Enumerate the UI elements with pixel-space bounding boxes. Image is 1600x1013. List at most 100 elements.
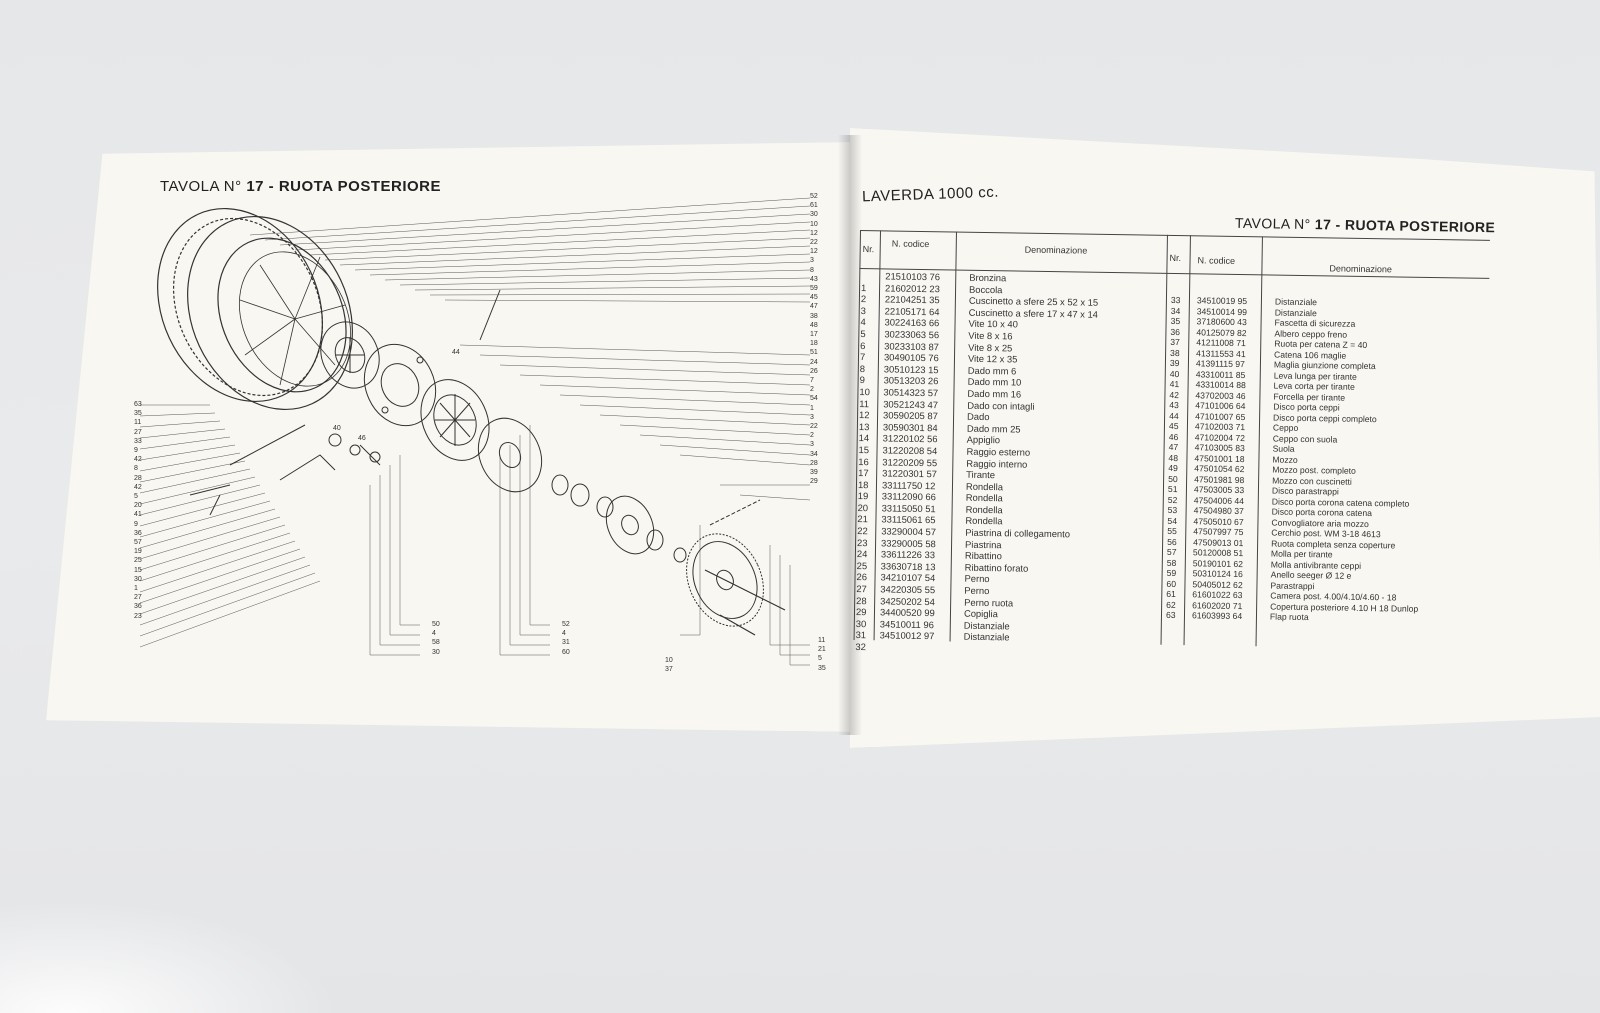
bottom-callouts-b: 52 4 31 60 — [562, 620, 570, 657]
table-cell-nr: 44 — [1169, 410, 1179, 421]
callout-label: 11 — [134, 419, 142, 427]
table-cell-nr: 41 — [1169, 378, 1180, 390]
table-col-rule — [949, 231, 957, 642]
table-cell-nr: 12 — [859, 409, 870, 421]
callout-label: 2 — [810, 432, 814, 440]
table-cell-code: 30224163 66 — [884, 316, 940, 329]
table-cell-code: 47501981 98 — [1194, 473, 1245, 485]
callout-label: 60 — [562, 648, 570, 656]
table-cell-code: 47507997 75 — [1193, 526, 1244, 538]
table-cell-nr: 20 — [857, 501, 869, 514]
callout-label: 22 — [810, 239, 818, 247]
callout-label: 58 — [432, 639, 440, 647]
callout-label: 22 — [810, 423, 818, 431]
callout-label: 30 — [432, 648, 440, 656]
callout-label: 12 — [810, 248, 818, 256]
callout-label: 42 — [134, 483, 142, 491]
callout-label: 3 — [810, 441, 814, 449]
table-cell-nr: 36 — [1170, 326, 1181, 337]
table-cell-nr: 62 — [1166, 599, 1176, 610]
right-title-prefix: TAVOLA N° — [1234, 214, 1311, 233]
callout-label: 10 — [665, 657, 673, 664]
callout-label: 4 — [432, 630, 436, 638]
table-cell-nr: 43 — [1169, 399, 1179, 411]
table-cell-nr: 10 — [859, 385, 870, 398]
table-cell-code: 22104251 35 — [884, 293, 940, 306]
callout-label: 42 — [134, 456, 142, 464]
table-cell-nr: 52 — [1167, 494, 1178, 505]
callout-label: 27 — [134, 428, 142, 436]
table-cell-nr: 55 — [1167, 525, 1177, 537]
table-cell-code: 30590301 84 — [882, 421, 938, 433]
table-cell-nr: 30 — [855, 617, 867, 629]
callout-label: 43 — [810, 275, 818, 283]
table-cell-nr: 50 — [1168, 473, 1178, 484]
table-cell-code: 34250202 54 — [880, 594, 936, 607]
hub-drum — [320, 321, 380, 389]
table-cell-code: 37180600 43 — [1196, 316, 1247, 328]
axle — [704, 569, 786, 636]
table-cell-code: 30514323 57 — [883, 386, 939, 399]
table-cell-code: 30513203 26 — [883, 374, 939, 387]
table-cell-nr: 58 — [1166, 557, 1177, 568]
table-cell-code: 41211008 71 — [1196, 337, 1246, 349]
callout-label: 54 — [810, 395, 818, 403]
table-cell-code: 34400520 99 — [879, 606, 935, 619]
table-cell-nr: 11 — [859, 397, 870, 409]
callout-label: 50 — [432, 621, 440, 628]
table-cell-code: 33611226 33 — [880, 548, 936, 561]
table-cell-nr — [861, 270, 872, 282]
table-cell-code: 31220209 55 — [882, 455, 938, 468]
table-cell-code: 34510012 97 — [879, 629, 935, 642]
left-callout-column: 63 35 11 27 33 9 42 8 28 42 5 20 41 9 36… — [134, 400, 174, 621]
table-cell-code: 33111750 12 — [881, 479, 936, 491]
callout-label: 36 — [134, 529, 142, 537]
callout-label: 18 — [810, 340, 818, 348]
bottom-callouts-c: 10 37 — [665, 656, 673, 674]
chain-section — [709, 499, 761, 526]
callout-label: 29 — [810, 478, 818, 486]
table-cell-code: 47101006 64 — [1195, 400, 1246, 412]
bearings — [551, 474, 687, 563]
table-cell-code: 47504980 37 — [1193, 505, 1244, 517]
callout-label: 40 — [333, 425, 341, 432]
table-cell-code: 30521243 47 — [883, 397, 939, 410]
callout-label: 34 — [810, 450, 818, 458]
header-code-2: N. codice — [1197, 255, 1236, 266]
table-cell-nr: 63 — [1165, 609, 1176, 621]
table-cell-nr: 17 — [858, 467, 869, 479]
table-cell-code: 30490105 76 — [883, 351, 939, 364]
callout-label: 33 — [134, 437, 142, 445]
callout-label: 39 — [810, 469, 818, 477]
leader-lines — [139, 197, 811, 666]
table-cell-code: 30510123 15 — [883, 363, 939, 376]
table-cell-nr: 53 — [1167, 504, 1178, 516]
table-cell-code: 34220305 55 — [880, 583, 936, 596]
table-cell-code: 30233063 56 — [884, 328, 940, 341]
table-cell-nr: 46 — [1168, 431, 1179, 442]
callout-label: 47 — [810, 303, 818, 311]
right-title-name: - RUOTA POSTERIORE — [1335, 216, 1496, 236]
table-cell-nr: 28 — [856, 594, 867, 606]
callout-label: 35 — [818, 664, 826, 672]
exploded-wheel-drawing — [139, 197, 811, 666]
callout-label: 1 — [134, 585, 138, 593]
table-cell-code: 47504006 44 — [1193, 494, 1245, 506]
left-title-number: 17 — [246, 178, 264, 195]
callout-label: 45 — [810, 294, 818, 302]
callout-label: 10 — [810, 220, 818, 228]
table-cell-nr: 47 — [1168, 441, 1179, 453]
table-cell-code: 41311553 41 — [1196, 347, 1246, 359]
callout-label: 48 — [810, 321, 818, 329]
brake-drum — [420, 379, 490, 461]
table-cell-name — [963, 643, 1092, 657]
callout-label: 3 — [810, 413, 814, 421]
callout-label: 9 — [134, 447, 138, 455]
table-cell-code: 47501054 62 — [1194, 463, 1245, 475]
table-cell-code: 61602020 71 — [1192, 599, 1243, 611]
table-cell-nr: 6 — [860, 339, 866, 351]
table-cell-code: 61603993 64 — [1191, 610, 1243, 622]
table-cell-code: 33290004 57 — [881, 525, 937, 538]
callout-label: 3 — [810, 257, 814, 265]
table-cell-code: 22105171 64 — [884, 305, 940, 318]
